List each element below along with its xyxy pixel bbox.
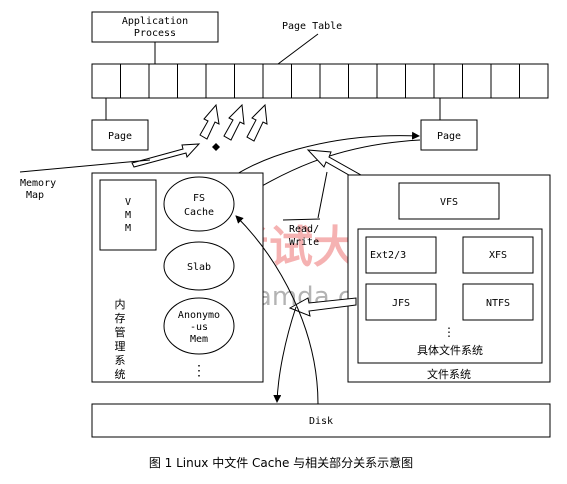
fs-to-cache-hollow-arrow (288, 297, 357, 317)
page-table-label: Page Table (282, 21, 342, 32)
memory-management-label: 内 存 管 理 系 统 (115, 297, 126, 381)
anon-mem-line3: Mem (190, 334, 208, 345)
slab-label: Slab (187, 262, 211, 273)
fs-ellipsis: ⋮ (443, 325, 455, 339)
application-process-line1: Application (122, 16, 188, 27)
jfs-box (365, 283, 437, 321)
jfs-label: JFS (392, 298, 410, 309)
fs-cache-line2: Cache (184, 207, 214, 218)
disk-label: Disk (309, 416, 333, 427)
anon-mem-line1: Anonymo (178, 310, 220, 321)
page-box-right (420, 119, 478, 151)
hollow-arrow-to-table-3 (246, 103, 268, 142)
vfs-label: VFS (440, 197, 458, 208)
hollow-arrow-to-table-2 (223, 103, 245, 141)
vmm-line3: M (125, 223, 131, 234)
read-write-line1: Read/ (289, 224, 319, 235)
slab-ellipse (163, 241, 235, 291)
fs-to-disk-arrow (273, 306, 297, 403)
page-table (91, 63, 549, 99)
hollow-arrow-to-table-1 (199, 103, 220, 140)
svg-text:内: 内 (115, 297, 126, 311)
page-left-label: Page (108, 131, 132, 142)
xfs-box (462, 236, 534, 274)
memory-map-line1: Memory (20, 178, 56, 189)
vmm-box (99, 179, 157, 251)
page-box-left (91, 119, 149, 151)
xfs-label: XFS (489, 250, 507, 261)
disk-box (91, 403, 551, 438)
anon-mem-line2: -us (190, 322, 208, 333)
vmm-line1: V (125, 197, 131, 208)
page-right-label: Page (437, 131, 461, 142)
figure-caption: 图 1 Linux 中文件 Cache 与相关部分关系示意图 (149, 455, 413, 470)
junction-diamond (212, 143, 220, 151)
memory-ellipsis: ⋮ (192, 363, 206, 379)
svg-text:理: 理 (115, 340, 126, 353)
anonymous-mem-ellipse (163, 297, 235, 355)
svg-text:存: 存 (115, 311, 126, 325)
read-write-leader (317, 171, 328, 219)
disk-to-cache-arrow (235, 215, 319, 405)
read-write-underline (282, 218, 321, 221)
ntfs-label: NTFS (486, 298, 510, 309)
vmm-line2: M (125, 210, 131, 221)
ext-box (365, 236, 437, 274)
specific-fs-label: 具体文件系统 (417, 343, 483, 357)
fs-cache-line1: FS (193, 193, 205, 204)
memory-map-hollow-arrow (131, 143, 201, 168)
ext-label: Ext2/3 (370, 250, 406, 261)
svg-text:管: 管 (115, 325, 126, 339)
fs-cache-ellipse (163, 176, 235, 232)
file-system-label: 文件系统 (427, 367, 471, 381)
vfs-box (398, 182, 500, 220)
svg-text:统: 统 (115, 368, 126, 381)
memory-map-leader (19, 159, 151, 173)
application-process-line2: Process (134, 28, 176, 39)
page-table-leader (277, 33, 319, 65)
ntfs-box (462, 283, 534, 321)
memory-map-line2: Map (26, 190, 44, 201)
svg-text:系: 系 (115, 354, 126, 367)
read-write-line2: Write (289, 237, 319, 248)
